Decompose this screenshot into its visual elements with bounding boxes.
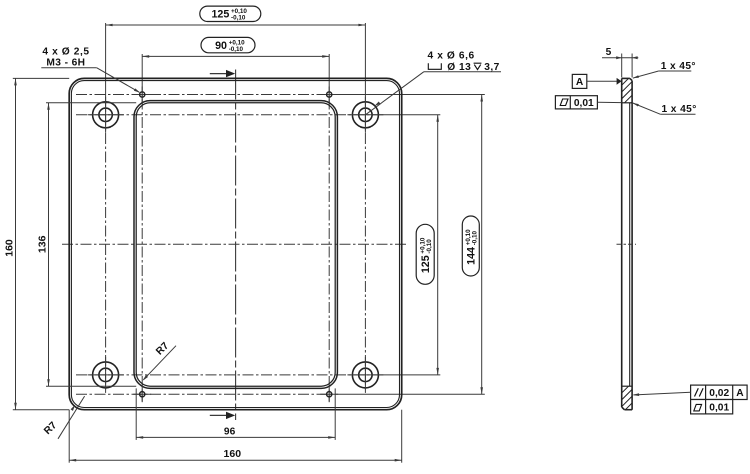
svg-text:144: 144 [466, 247, 478, 265]
svg-text:-0,10: -0,10 [426, 239, 433, 254]
svg-text:-0,10: -0,10 [229, 46, 244, 53]
svg-text:90: 90 [215, 40, 227, 52]
svg-text:160: 160 [224, 448, 242, 460]
svg-text:160: 160 [4, 239, 16, 257]
svg-text:5: 5 [606, 47, 612, 58]
svg-text:125: 125 [211, 9, 229, 21]
svg-text:0,01: 0,01 [709, 403, 729, 414]
svg-text:1 x 45°: 1 x 45° [662, 104, 697, 115]
svg-text:125: 125 [420, 255, 432, 273]
svg-text:A: A [576, 77, 584, 88]
svg-text:96: 96 [224, 427, 236, 438]
svg-text:0,01: 0,01 [574, 98, 594, 109]
svg-text:M3 - 6H: M3 - 6H [46, 58, 85, 69]
svg-text:136: 136 [37, 235, 49, 253]
svg-text:-0,10: -0,10 [472, 230, 479, 245]
svg-text:A: A [736, 388, 744, 399]
svg-text:4 x Ø 2,5: 4 x Ø 2,5 [42, 47, 89, 58]
svg-text:1 x 45°: 1 x 45° [661, 61, 696, 72]
svg-text:4 x Ø 6,6: 4 x Ø 6,6 [428, 51, 475, 62]
svg-text:-0,10: -0,10 [231, 15, 246, 22]
svg-text:0,02: 0,02 [709, 388, 729, 399]
